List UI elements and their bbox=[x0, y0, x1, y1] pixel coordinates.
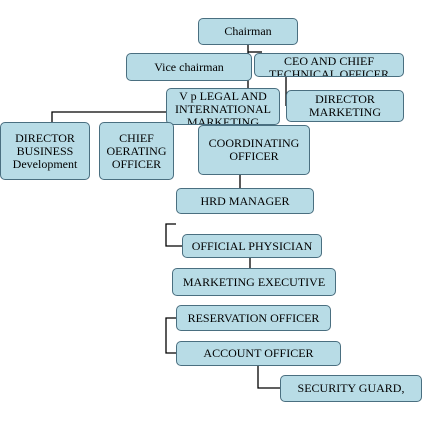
chairman-label: Chairman bbox=[224, 24, 272, 38]
hrd-manager-box: HRD MANAGER bbox=[176, 188, 314, 214]
chairman-box: Chairman bbox=[198, 18, 298, 45]
reservation-officer-box: RESERVATION OFFICER bbox=[176, 305, 331, 331]
hrd-manager-label: HRD MANAGER bbox=[200, 193, 290, 208]
vp-legal-label: V p LEGAL AND INTERNATIONAL MARKETING bbox=[175, 89, 271, 125]
security-guard-label: SECURITY GUARD, bbox=[297, 381, 405, 395]
marketing-executive-label: MARKETING EXECUTIVE bbox=[182, 274, 326, 289]
director-business-box: DIRECTOR BUSINESS Development bbox=[0, 122, 90, 180]
vice-chairman-label: Vice chairman bbox=[154, 59, 224, 74]
security-guard-box: SECURITY GUARD, bbox=[280, 375, 422, 402]
vice-chairman-box: Vice chairman bbox=[126, 53, 252, 81]
director-marketing-box: DIRECTOR MARKETING bbox=[286, 90, 404, 122]
chief-operating-label: CHIEF OERATING OFFICER bbox=[106, 130, 167, 171]
coordinating-officer-box: COORDINATING OFFICER bbox=[198, 125, 310, 175]
reservation-officer-label: RESERVATION OFFICER bbox=[187, 310, 320, 325]
director-marketing-label: DIRECTOR MARKETING bbox=[309, 92, 381, 119]
director-business-label: DIRECTOR BUSINESS Development bbox=[12, 130, 78, 171]
connector-marketing-reservation bbox=[165, 317, 176, 354]
ceo-box: CEO AND CHIEF TECHNICAL OFFICER bbox=[254, 53, 404, 77]
connector-account-security bbox=[257, 366, 280, 389]
official-physician-box: OFFICIAL PHYSICIAN bbox=[182, 234, 322, 258]
marketing-executive-box: MARKETING EXECUTIVE bbox=[172, 268, 336, 296]
chief-operating-box: CHIEF OERATING OFFICER bbox=[99, 122, 174, 180]
account-officer-box: ACCOUNT OFFICER bbox=[176, 341, 341, 366]
ceo-label: CEO AND CHIEF TECHNICAL OFFICER bbox=[269, 54, 389, 77]
coordinating-officer-label: COORDINATING OFFICER bbox=[208, 136, 300, 163]
connector-hrd-physician bbox=[165, 223, 182, 247]
official-physician-label: OFFICIAL PHYSICIAN bbox=[191, 238, 313, 253]
vp-legal-box: V p LEGAL AND INTERNATIONAL MARKETING bbox=[166, 88, 280, 125]
account-officer-label: ACCOUNT OFFICER bbox=[203, 346, 314, 360]
connector-left-row bbox=[51, 111, 166, 122]
